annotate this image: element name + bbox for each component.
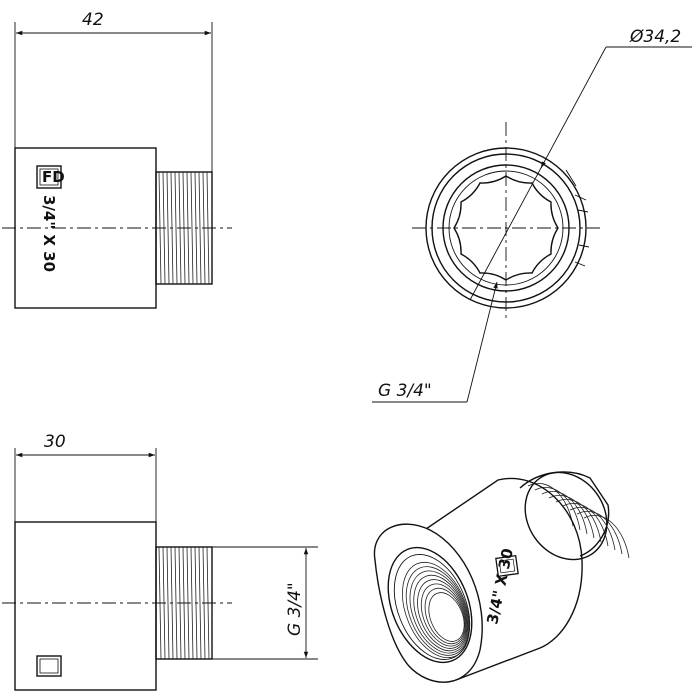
iso-logo — [495, 554, 519, 578]
iso-thread-line — [569, 507, 616, 551]
side-view-bottom: 30 G 3/4" — [2, 432, 318, 691]
isometric-view: 3/4" X 30 — [373, 471, 630, 683]
iso-bore-thread — [409, 570, 469, 654]
diameter-label: Ø34,2 — [629, 27, 681, 47]
dimension-30-label: 30 — [44, 432, 66, 452]
iso-bore-thread — [413, 574, 468, 652]
iso-thread-line — [555, 499, 602, 543]
thread-line — [166, 171, 170, 285]
iso-bore-thread — [424, 587, 466, 645]
thread-callout: G 3/4" — [372, 281, 498, 403]
iso-marking: 3/4" X 30 — [483, 547, 517, 626]
thread-line — [198, 546, 202, 660]
iso-nipple — [519, 471, 630, 561]
thread-line — [174, 546, 178, 660]
diameter-dimension: Ø34,2 — [469, 27, 692, 301]
end-view: Ø34,2 G 3/4" — [372, 27, 692, 403]
dimension-42: 42 — [16, 10, 212, 36]
iso-thread-line — [583, 515, 630, 559]
thread-line — [166, 546, 170, 660]
side-thread-label: G 3/4" — [285, 582, 305, 636]
side-thread-dimension: G 3/4" — [212, 546, 318, 660]
size-marking: 3/4" X 30 — [40, 195, 58, 272]
dimension-30: 30 — [16, 432, 156, 458]
fd-logo-bottom — [36, 655, 62, 677]
iso-bore-thread — [405, 566, 470, 656]
thread-line — [190, 171, 194, 285]
iso-bore-thread — [402, 561, 470, 659]
iso-thread-line — [548, 495, 595, 539]
thread-line — [190, 546, 194, 660]
svg-text:FD: FD — [42, 168, 65, 186]
iso-thread-line — [534, 487, 581, 531]
iso-thread-line — [576, 511, 623, 555]
iso-bore-thread — [428, 592, 465, 642]
fd-logo: FD — [36, 165, 65, 189]
dimension-42-label: 42 — [82, 10, 104, 30]
thread-line — [198, 171, 202, 285]
thread-line — [174, 171, 178, 285]
thread-callout-label: G 3/4" — [378, 381, 432, 401]
scalloped-bore — [453, 175, 559, 281]
iso-thread-line — [562, 503, 609, 547]
iso-bore-thread — [417, 579, 467, 649]
side-view-top: 42 FD 3/4" X 30 — [2, 10, 232, 309]
iso-bore-thread — [420, 583, 467, 647]
